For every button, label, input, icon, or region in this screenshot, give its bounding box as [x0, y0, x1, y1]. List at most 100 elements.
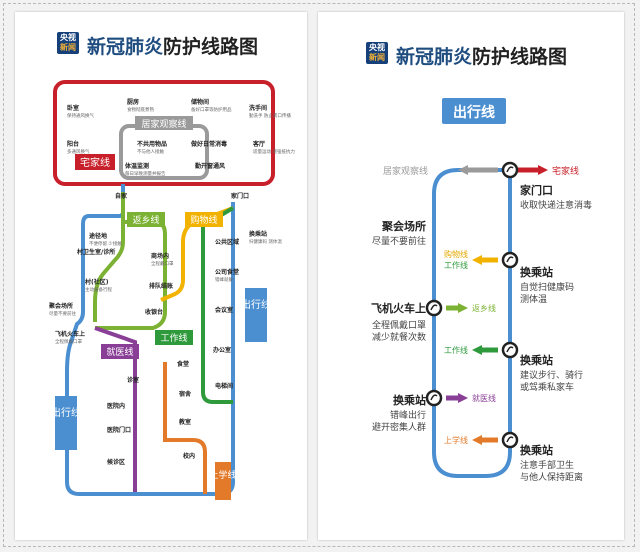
left-station-name: 体温监测: [125, 162, 149, 170]
stop-transfer-2: 换乘站 建议步行、骑行或驾乘私家车: [520, 353, 583, 393]
stop-transfer-1-name: 换乘站: [520, 265, 553, 279]
left-station-name: 排队结账: [149, 282, 173, 290]
interchange-marker-glyph: [430, 304, 438, 311]
school-branch-label: 上学线: [444, 435, 468, 445]
go-home-branch-label: 返乡线: [472, 303, 496, 313]
home-line-label: 宅家线: [80, 156, 110, 169]
school-branch: 上学线: [444, 435, 498, 445]
left-station-name: 途径地: [89, 232, 107, 240]
travel-line-badge-left: 出行线: [51, 396, 81, 450]
stop-gathering-name: 聚会场所: [381, 219, 426, 233]
left-station-name: 公司食堂: [215, 268, 239, 276]
stop-transfer-2-note: 建议步行、骑行或驾乘私家车: [520, 369, 583, 393]
right-poster: 央视 新闻 新冠肺炎防护线路图 出行线 居家观察线 宅家线 购物线 工作线: [318, 12, 624, 540]
work-branch: 工作线: [444, 345, 498, 355]
stop-gathering: 聚会场所 尽量不要前往: [372, 219, 426, 247]
left-station-note: 勤洗手 防止粪口传播: [249, 112, 291, 119]
left-station-name: 客厅: [252, 140, 265, 148]
interchange-marker: [501, 431, 519, 449]
stop-plane-train-note: 全程佩戴口罩减少就餐次数: [372, 319, 426, 343]
interchange-marker-glyph: [430, 394, 438, 401]
cctv-news-logo-right: 央视 新闻: [366, 42, 388, 64]
home-branch: 宅家线: [518, 165, 579, 177]
left-station-name: 办公室: [213, 346, 231, 354]
stop-transfer-4-name: 换乘站: [520, 443, 553, 457]
stop-transfer-4: 换乘站 注意手部卫生与他人保持距离: [520, 443, 583, 483]
left-station-note: 每日早晚测量并报告: [125, 170, 166, 177]
travel-loop-track: [432, 168, 512, 478]
school-line-track: [163, 362, 207, 494]
title-part2-right: 防护线路图: [472, 46, 568, 68]
go-home-line-badge: 返乡线: [127, 212, 165, 227]
left-station-name: 家门口: [231, 192, 249, 200]
stop-plane-train-name: 飞机火车上: [371, 301, 426, 315]
left-station-name: 食堂: [176, 360, 189, 368]
work-line-badge: 工作线: [155, 330, 193, 345]
left-station-name: 勤开窗通风: [195, 162, 225, 170]
left-station-name: 诊室: [127, 376, 139, 384]
logo-line1-right: 央视: [369, 43, 385, 52]
left-station-name: 校内: [183, 452, 195, 460]
stop-gathering-note: 尽量不要前往: [372, 235, 426, 247]
left-poster: 央视 新闻 新冠肺炎防护线路图 宅家线 居家观察线: [15, 12, 307, 540]
interchange-marker: [501, 341, 519, 359]
left-station-labels: 卧室保持通风换气厨房食物彻底煮熟储物间备好口罩等防护用品洗手间勤洗手 防止粪口传…: [48, 98, 295, 466]
left-station-note: 全程戴口罩: [151, 260, 174, 267]
observe-branch: 居家观察线: [383, 165, 498, 177]
stop-transfer-1-note: 自觉扫健康码测体温: [520, 281, 574, 305]
home-line-badge: 宅家线: [75, 154, 115, 170]
work-branch-label: 工作线: [444, 345, 468, 355]
logo-line1: 央视: [60, 33, 76, 42]
left-station-name: 厨房: [127, 98, 139, 106]
left-station-name: 公共区域: [215, 238, 239, 246]
work-branch-label-a: 工作线: [444, 260, 468, 270]
interchange-markers: [425, 161, 519, 449]
page-title-right: 新冠肺炎防护线路图: [396, 42, 567, 69]
left-station-note: 尽量不要前往: [49, 310, 76, 317]
observe-line-label: 居家观察线: [141, 118, 186, 130]
left-station-name: 教室: [178, 418, 191, 426]
shopping-branch: 购物线 工作线: [444, 249, 498, 270]
left-station-note: 备好口罩等防护用品: [191, 106, 232, 113]
left-station-name: 卧室: [67, 104, 79, 112]
go-home-line-track: [93, 192, 125, 322]
left-station-name: 会议室: [215, 306, 233, 314]
left-station-name: 收银台: [145, 308, 163, 316]
left-station-note: 适量运动 增强抵抗力: [253, 148, 295, 155]
home-line-track: [53, 80, 275, 186]
travel-line-header-badge: 出行线: [442, 98, 506, 124]
go-home-line-label: 返乡线: [132, 214, 159, 226]
left-station-name: 医院内: [107, 402, 125, 410]
left-station-name: 医院门口: [107, 426, 131, 434]
page-title: 新冠肺炎防护线路图: [87, 32, 258, 59]
stop-transfer-4-note: 注意手部卫生与他人保持距离: [520, 459, 583, 483]
left-station-name: 聚会场所: [48, 302, 73, 310]
left-station-name: 宿舍: [179, 390, 192, 398]
left-station-note: 食物彻底煮熟: [127, 106, 154, 113]
observe-line-track: [119, 124, 209, 180]
left-station-name: 换乘站: [249, 230, 267, 238]
interchange-marker-glyph: [506, 166, 514, 173]
medical-line-track: [94, 326, 137, 492]
left-station-note: 主动报备行程: [85, 286, 112, 293]
cctv-news-logo: 央视 新闻: [57, 32, 79, 54]
left-station-name: 村卫生室/诊所: [76, 248, 115, 256]
interchange-marker: [425, 299, 443, 317]
left-station-name: 候诊区: [107, 458, 125, 466]
observe-line-badge: 居家观察线: [135, 116, 193, 130]
left-station-name: 村(社区): [84, 278, 109, 286]
medical-line-badge: 就医线: [101, 344, 139, 359]
work-line-label: 工作线: [160, 332, 187, 344]
left-station-note: 不便停留 少接触: [89, 240, 122, 247]
stop-door-note: 收取快递注意消毒: [520, 199, 592, 211]
left-station-name: 商场内: [151, 252, 169, 260]
left-station-name: 飞机火车上: [55, 330, 85, 338]
stop-door-name: 家门口: [520, 183, 553, 197]
travel-line-label-left: 出行线: [51, 406, 81, 419]
left-station-name: 储物间: [190, 98, 209, 106]
interchange-marker: [501, 251, 519, 269]
shopping-line-label: 购物线: [190, 214, 217, 226]
screenshot-frame: [3, 3, 635, 547]
left-station-name: 不共用物品: [137, 140, 167, 148]
stop-transfer-3-name: 换乘站: [393, 393, 426, 407]
